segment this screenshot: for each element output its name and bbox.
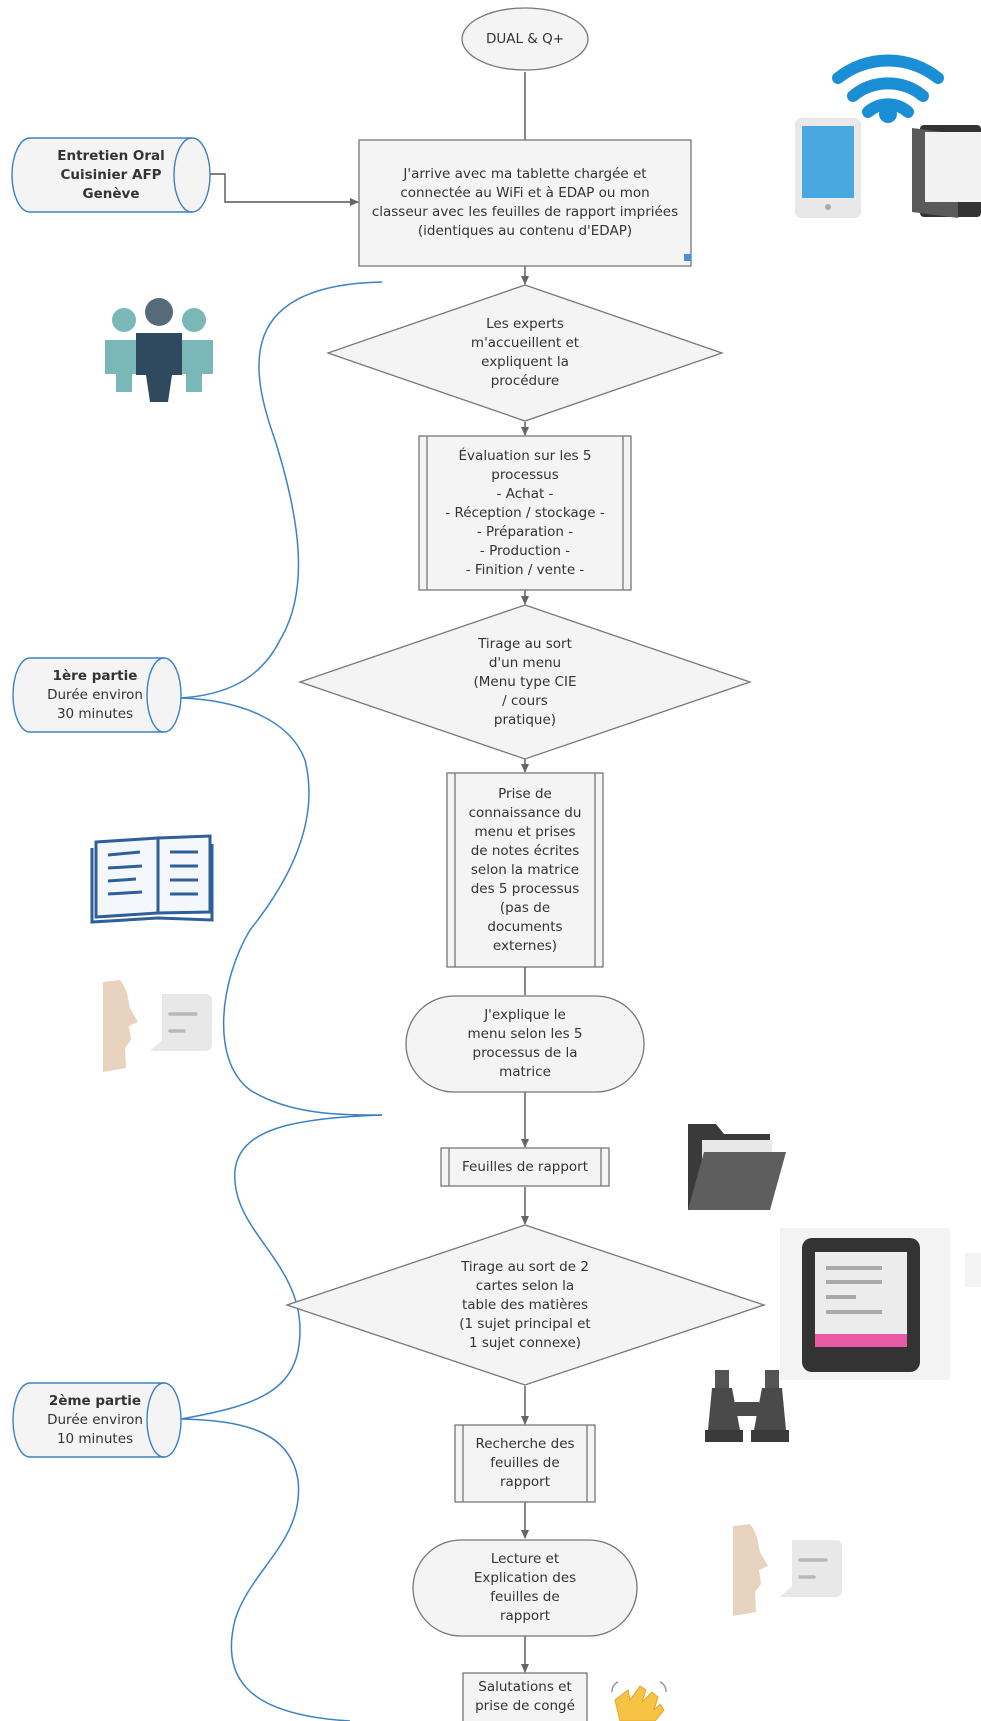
partie2-title: 2ème partie bbox=[48, 1392, 142, 1409]
ereader-icon bbox=[780, 1228, 981, 1380]
partie2-note: 2ème partie Durée environ 10 minutes bbox=[20, 1385, 170, 1455]
side-cylinders bbox=[11, 137, 211, 1458]
tirage-menu-label: Tirage au sort d'un menu (Menu type CIE … bbox=[473, 635, 577, 728]
arrive-label: J'arrive avec ma tablette chargée et con… bbox=[371, 166, 679, 239]
start-terminal bbox=[461, 7, 589, 71]
speaking-icon bbox=[103, 980, 212, 1072]
waving-hand-icon bbox=[611, 1681, 667, 1721]
evaluation-label: Évaluation sur les 5 processus - Achat -… bbox=[445, 447, 605, 578]
prise-label: Prise de connaissance du menu et prises … bbox=[468, 785, 582, 954]
resize-handle bbox=[684, 254, 691, 261]
salutations-label: Salutations et prise de congé bbox=[475, 1679, 575, 1714]
tirage-cartes-decision bbox=[284, 1224, 767, 1386]
people-icon bbox=[105, 298, 213, 402]
tirage-cartes-label: Tirage au sort de 2 cartes selon la tabl… bbox=[459, 1258, 591, 1351]
feuilles-label: Feuilles de rapport bbox=[461, 1158, 588, 1175]
partie1-note: 1ère partie Durée environ 30 minutes bbox=[20, 660, 170, 730]
lecture-terminal bbox=[412, 1539, 638, 1637]
partie1-title: 1ère partie bbox=[52, 667, 138, 684]
explique-terminal bbox=[405, 995, 645, 1093]
experts-label: Les experts m'accueillent et expliquent … bbox=[470, 316, 580, 389]
recherche-process bbox=[454, 1424, 596, 1503]
brace-part1-top bbox=[180, 281, 383, 699]
connector bbox=[209, 173, 359, 206]
partie1-duration: Durée environ 30 minutes bbox=[47, 686, 143, 722]
evaluation-process bbox=[418, 435, 632, 591]
speaking-icon bbox=[733, 1524, 842, 1616]
brace-part2-bottom bbox=[180, 1418, 351, 1721]
connectors bbox=[209, 72, 529, 1673]
open-book-icon bbox=[90, 834, 214, 924]
lecture-label: Lecture et Explication des feuilles de r… bbox=[473, 1551, 577, 1624]
salutations-process bbox=[462, 1672, 588, 1721]
tirage-menu-decision bbox=[297, 604, 753, 760]
wifi-icon bbox=[832, 54, 944, 123]
experts-decision bbox=[326, 284, 724, 422]
explique-label: J'explique le menu selon les 5 processus… bbox=[467, 1007, 583, 1080]
tablet-icon bbox=[795, 118, 861, 218]
partie2-duration: Durée environ 10 minutes bbox=[47, 1411, 143, 1447]
arrive-box bbox=[358, 139, 692, 267]
node-shapes bbox=[284, 7, 767, 1721]
brace-part1-bottom bbox=[180, 697, 383, 1116]
section-braces bbox=[180, 281, 383, 1721]
prise-process bbox=[446, 772, 604, 968]
binoculars-icon bbox=[705, 1370, 789, 1442]
binder-icon bbox=[912, 125, 981, 218]
folder-icon bbox=[688, 1124, 786, 1210]
entretien-label: Entretien Oral Cuisinier AFP Genève bbox=[57, 147, 165, 202]
brace-part2-top bbox=[180, 1114, 383, 1420]
recherche-label: Recherche des feuilles de rapport bbox=[475, 1436, 575, 1490]
feuilles-process bbox=[440, 1147, 610, 1187]
start-label: DUAL & Q+ bbox=[485, 30, 565, 47]
